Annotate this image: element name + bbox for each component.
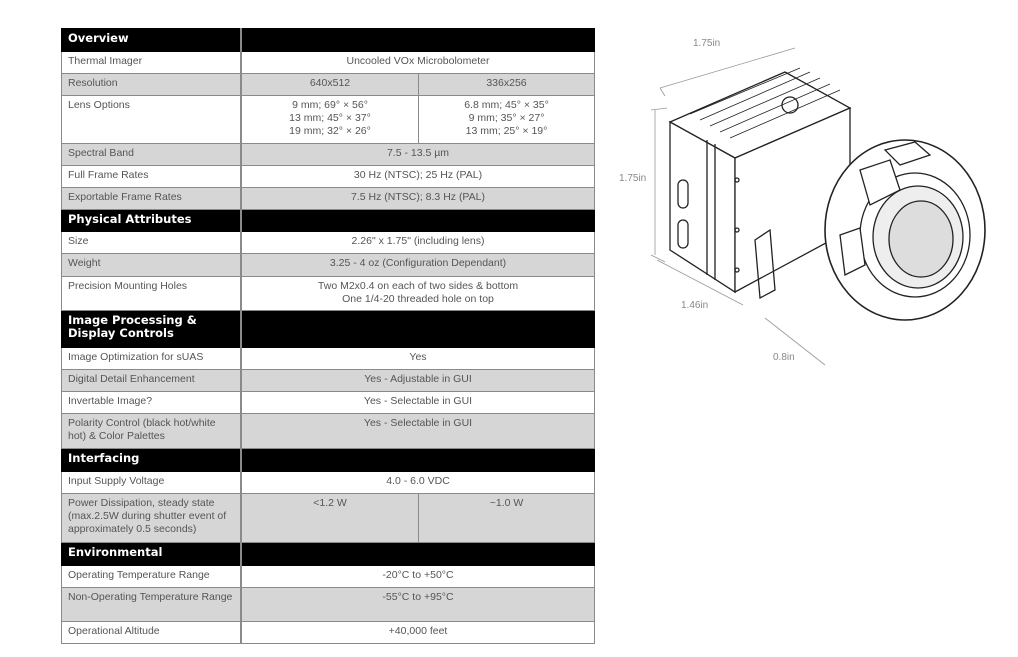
spec-value-640: <1.2 W <box>240 493 419 543</box>
spec-label: Size <box>61 231 242 254</box>
spec-row: Polarity Control (black hot/white hot) &… <box>61 413 595 449</box>
spec-label: Lens Options <box>61 95 242 144</box>
section-header-fill <box>240 448 595 472</box>
spec-label: Weight <box>61 253 242 277</box>
spec-value: +40,000 feet <box>240 621 595 644</box>
section-header: Overview <box>61 28 595 52</box>
section-title: Physical Attributes <box>61 209 242 232</box>
section-header: Environmental <box>61 542 595 566</box>
spec-value-336: 6.8 mm; 45° × 35° 9 mm; 35° × 27° 13 mm;… <box>418 95 595 144</box>
camera-illustration <box>650 47 986 366</box>
spec-row: Operating Temperature Range-20°C to +50°… <box>61 565 595 588</box>
spec-label: Full Frame Rates <box>61 165 242 188</box>
spec-value: Yes - Adjustable in GUI <box>240 369 595 392</box>
spec-label: Thermal Imager <box>61 51 242 74</box>
spec-value: 30 Hz (NTSC); 25 Hz (PAL) <box>240 165 595 188</box>
spec-value: 4.0 - 6.0 VDC <box>240 471 595 494</box>
spec-label: Operating Temperature Range <box>61 565 242 588</box>
spec-value-640: 640x512 <box>240 73 419 96</box>
spec-label: Image Optimization for sUAS <box>61 347 242 370</box>
camera-drawing: 1.75in 1.75in 1.46in 0.8in <box>615 30 1015 380</box>
section-header: Interfacing <box>61 448 595 472</box>
spec-label: Power Dissipation, steady state (max.2.5… <box>61 493 242 543</box>
spec-label: Exportable Frame Rates <box>61 187 242 210</box>
spec-value: 7.5 - 13.5 µm <box>240 143 595 166</box>
spec-value-336: ~1.0 W <box>418 493 595 543</box>
spec-row: Invertable Image?Yes - Selectable in GUI <box>61 391 595 414</box>
spec-value: -20°C to +50°C <box>240 565 595 588</box>
width-dimension-label: 1.75in <box>693 38 721 49</box>
depth-dimension-label: 1.46in <box>681 300 709 311</box>
section-header-fill <box>240 28 595 52</box>
spec-value: Yes <box>240 347 595 370</box>
section-header: Image Processing & Display Controls <box>61 310 595 348</box>
spec-value: Yes - Selectable in GUI <box>240 391 595 414</box>
spec-value: Two M2x0.4 on each of two sides & bottom… <box>240 276 595 311</box>
spec-label: Polarity Control (black hot/white hot) &… <box>61 413 242 449</box>
spec-label: Operational Altitude <box>61 621 242 644</box>
spec-value: Uncooled VOx Microbolometer <box>240 51 595 74</box>
spec-label: Resolution <box>61 73 242 96</box>
section-title: Environmental <box>61 542 242 566</box>
spec-label: Input Supply Voltage <box>61 471 242 494</box>
spec-row: Operational Altitude+40,000 feet <box>61 621 595 644</box>
height-dimension-label: 1.75in <box>619 173 647 184</box>
spec-value: 7.5 Hz (NTSC); 8.3 Hz (PAL) <box>240 187 595 210</box>
spec-value: 3.25 - 4 oz (Configuration Dependant) <box>240 253 595 277</box>
section-header: Physical Attributes <box>61 209 595 232</box>
spec-value: Yes - Selectable in GUI <box>240 413 595 449</box>
spec-label: Digital Detail Enhancement <box>61 369 242 392</box>
section-title: Image Processing & Display Controls <box>61 310 242 348</box>
spec-label: Non-Operating Temperature Range <box>61 587 242 622</box>
spec-label: Precision Mounting Holes <box>61 276 242 311</box>
lens-dimension-label: 0.8in <box>773 352 795 363</box>
spec-value-640: 9 mm; 69° × 56° 13 mm; 45° × 37° 19 mm; … <box>240 95 419 144</box>
spec-label: Spectral Band <box>61 143 242 166</box>
section-title: Interfacing <box>61 448 242 472</box>
section-header-fill <box>240 542 595 566</box>
spec-row: Power Dissipation, steady state (max.2.5… <box>61 493 595 543</box>
section-header-fill <box>240 310 595 348</box>
spec-value-336: 336x256 <box>418 73 595 96</box>
spec-label: Invertable Image? <box>61 391 242 414</box>
spec-value: 2.26" x 1.75" (including lens) <box>240 231 595 254</box>
section-header-fill <box>240 209 595 232</box>
spec-value: -55°C to +95°C <box>240 587 595 622</box>
section-title: Overview <box>61 28 242 52</box>
spec-row: Non-Operating Temperature Range-55°C to … <box>61 587 595 622</box>
